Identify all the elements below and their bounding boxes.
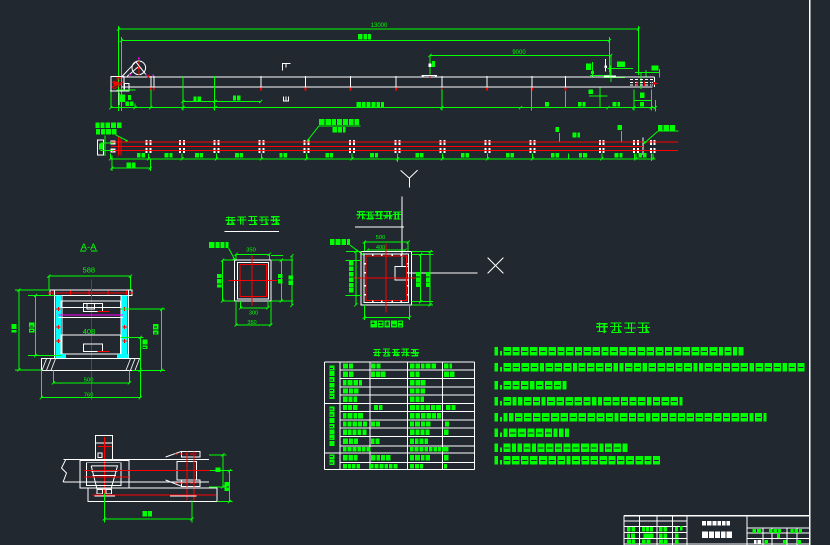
svg-text:350: 350 xyxy=(247,320,256,326)
svg-text:500: 500 xyxy=(84,378,94,384)
svg-text:400: 400 xyxy=(376,245,385,251)
svg-text:588: 588 xyxy=(83,266,96,275)
svg-text:9000: 9000 xyxy=(512,50,526,56)
svg-text:408: 408 xyxy=(83,327,96,336)
svg-text:500: 500 xyxy=(376,235,386,241)
svg-text:A-A: A-A xyxy=(81,242,98,253)
svg-text:13000: 13000 xyxy=(371,23,388,29)
svg-text:350: 350 xyxy=(246,248,256,254)
svg-text:760: 760 xyxy=(84,393,94,399)
svg-text:300: 300 xyxy=(249,311,258,317)
